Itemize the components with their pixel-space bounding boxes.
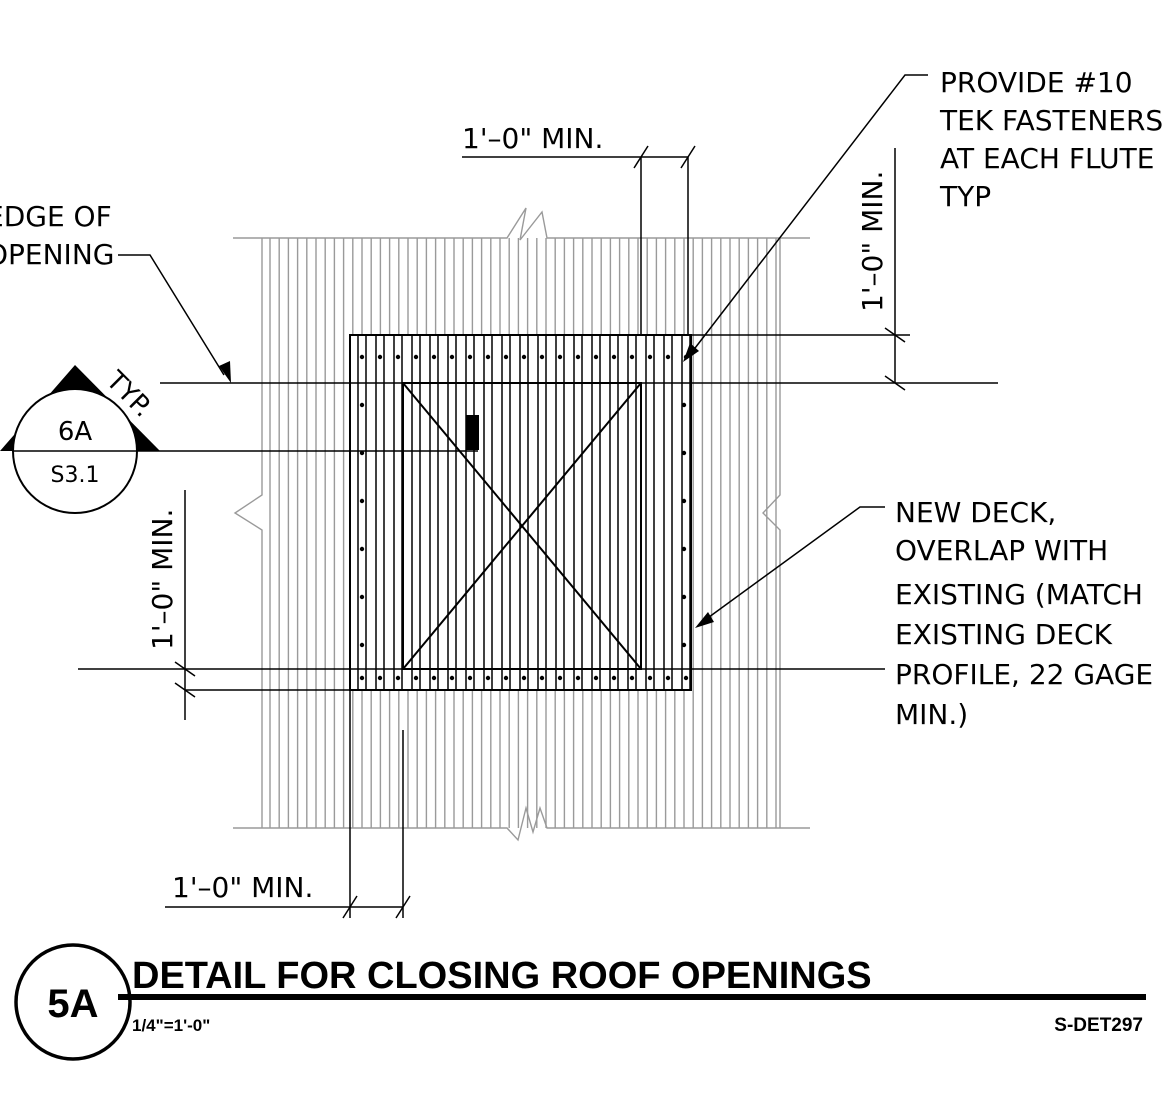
fastener-dot [359,354,365,360]
fastener-dot [431,675,437,681]
fastener-dot [395,354,401,360]
fastener-dot [681,546,687,552]
fastener-dot [681,642,687,648]
fastener-dot [395,675,401,681]
section-cut-mark [466,415,479,450]
fastener-dot [485,675,491,681]
dimension-top: 1'–0" MIN. [462,122,696,335]
fastener-note-line-3: AT EACH FLUTE [940,142,1154,175]
fastener-dot [467,354,473,360]
fastener-note-line-4: TYP [939,180,991,213]
fastener-dot [503,354,509,360]
fastener-dot [611,354,617,360]
fastener-dot [647,675,653,681]
dimension-bottom: 1'–0" MIN. [165,690,411,919]
deck-note-line-3: EXISTING (MATCH [895,578,1143,611]
fastener-dot [557,354,563,360]
fastener-dot [485,354,491,360]
new-deck-patch [349,334,692,691]
fastener-dot [681,450,687,456]
dimension-left: 1'–0" MIN. [146,490,350,720]
detail-number: 5A [47,982,98,1026]
fastener-note-line-2: TEK FASTENERS [939,104,1163,137]
fastener-dot [593,675,599,681]
detail-number-bubble [14,943,132,1061]
section-sheet-number: S3.1 [51,463,100,488]
edge-note-line-1: EDGE OF [0,200,112,233]
callout-new-deck: NEW DECK, OVERLAP WITH EXISTING (MATCH E… [695,496,1153,731]
fastener-dot [359,450,365,456]
fastener-dot [521,675,527,681]
fastener-dot [359,675,365,681]
fastener-dot [503,675,509,681]
fastener-dot [539,675,545,681]
dim-top-label: 1'–0" MIN. [462,122,603,155]
fastener-dot [681,498,687,504]
fastener-dot [665,354,671,360]
fastener-dot [575,354,581,360]
fastener-dot [557,675,563,681]
dim-left-label: 1'–0" MIN. [146,509,179,650]
fastener-dot [593,354,599,360]
fastener-dot [359,546,365,552]
dim-bottom-label: 1'–0" MIN. [172,871,313,904]
dimension-right: 1'–0" MIN. [688,148,910,391]
fastener-dot [359,402,365,408]
section-marker: 6A S3.1 TYP. [0,365,160,514]
deck-note-line-4: EXISTING DECK [895,618,1113,651]
edge-note-line-2: OPENING [0,238,114,271]
fastener-dot [431,354,437,360]
detail-reference: S-DET297 [1054,1015,1143,1036]
callout-edge-of-opening: EDGE OF OPENING [0,200,231,383]
fastener-dot [539,354,545,360]
section-detail-number: 6A [58,417,93,447]
fastener-dot [681,402,687,408]
fastener-dot [377,354,383,360]
fastener-dot [359,594,365,600]
fastener-dot [467,675,473,681]
fastener-dot [413,354,419,360]
fastener-dot [449,675,455,681]
deck-note-line-1: NEW DECK, [895,496,1056,529]
deck-note-line-2: OVERLAP WITH [895,534,1108,567]
fastener-dot [611,675,617,681]
deck-note-line-5: PROFILE, 22 GAGE [895,658,1153,691]
fastener-dot [665,675,671,681]
fastener-dot [647,354,653,360]
detail-title: DETAIL FOR CLOSING ROOF OPENINGS [132,955,872,997]
fastener-dot [359,498,365,504]
fastener-dot [359,642,365,648]
detail-scale: 1/4"=1'-0" [132,1016,210,1035]
deck-note-line-6: MIN.) [895,698,968,731]
fastener-dot [629,675,635,681]
title-block: 5A DETAIL FOR CLOSING ROOF OPENINGS 1/4"… [14,943,1146,1061]
existing-deck [233,207,810,842]
fastener-dot [449,354,455,360]
fastener-dot [521,354,527,360]
opening-cross-2 [402,382,642,670]
fastener-dot [681,594,687,600]
right-break-line [762,238,781,828]
fastener-note-line-1: PROVIDE #10 [940,66,1133,99]
fastener-dot [683,675,689,681]
dim-right-label: 1'–0" MIN. [856,171,889,312]
fastener-dot [629,354,635,360]
left-break-line [233,238,263,828]
fastener-dot [575,675,581,681]
callout-fasteners: PROVIDE #10 TEK FASTENERS AT EACH FLUTE … [683,66,1163,362]
fastener-dot [413,675,419,681]
fastener-dot [377,675,383,681]
